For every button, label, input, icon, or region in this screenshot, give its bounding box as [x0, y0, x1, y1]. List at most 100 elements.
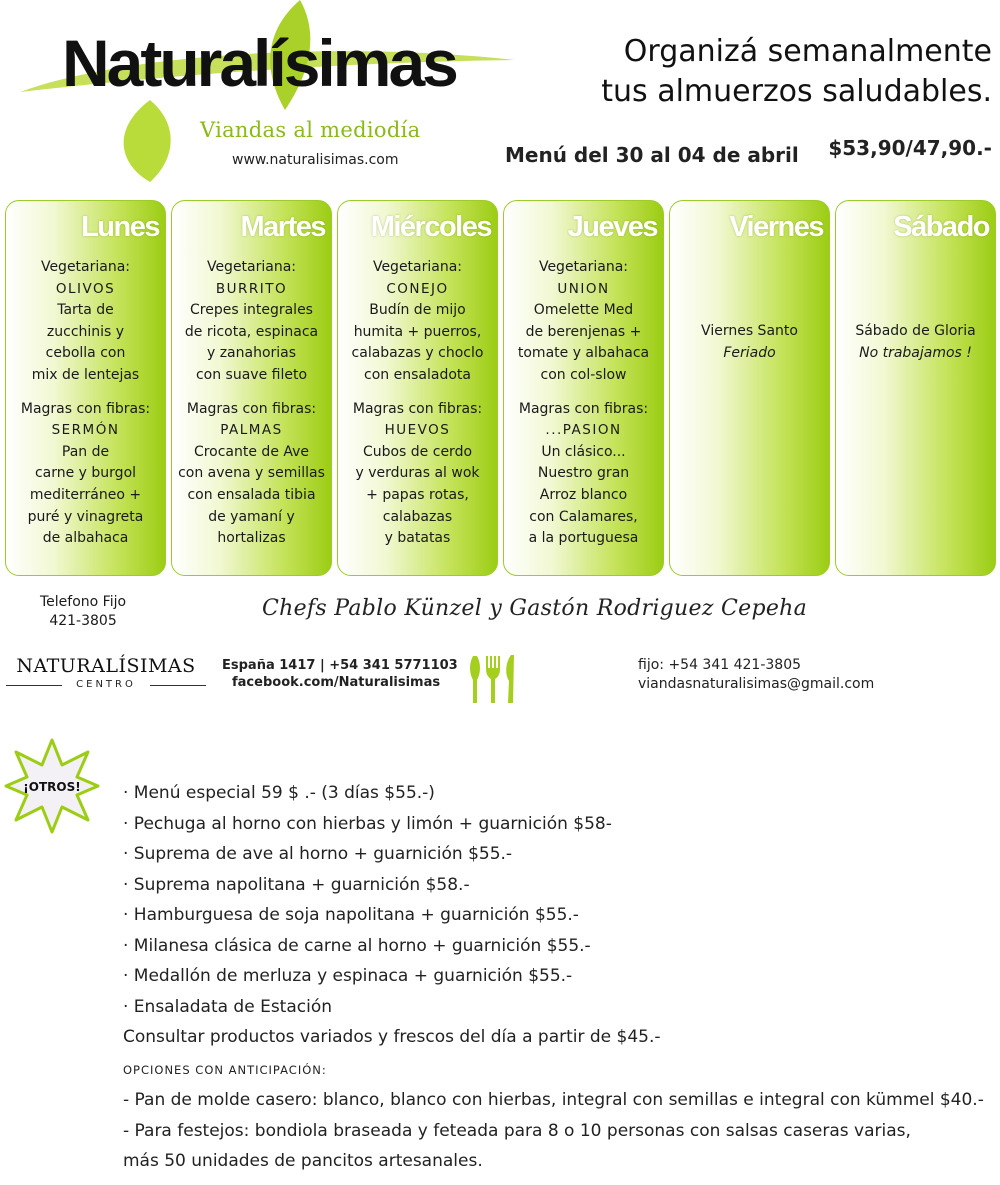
mag-line: Cubos de cerdo — [362, 443, 473, 460]
mag-line: y batatas — [384, 530, 451, 547]
mag-line: con avena y semillas — [178, 465, 325, 482]
day-card-martes: Martes Vegetariana: BURRITO Crepes integ… — [171, 200, 332, 576]
mag-line: calabazas — [382, 508, 453, 525]
veg-line: Crepes integrales — [190, 302, 313, 319]
veg-line: humita + puerros, — [353, 323, 482, 340]
mag-label: Magras con fibras: — [186, 400, 317, 417]
veg-line: con suave fileto — [195, 366, 308, 383]
mag-line: puré y vinagreta — [27, 508, 144, 525]
otros-item: · Ensaladata de Estación — [123, 996, 333, 1017]
day-note: Sábado de Gloria — [855, 323, 976, 339]
mag-line: Un clásico... — [541, 443, 626, 460]
anticipacion-title: Opciones con anticipación: — [123, 1063, 327, 1077]
mag-line: y verduras al wok — [355, 465, 480, 482]
utensils-icon — [470, 655, 514, 703]
day-menu: Vegetariana: UNION Omelette Med de beren… — [504, 257, 663, 550]
centro-title: NATURALÍSIMAS — [16, 655, 196, 677]
day-card-viernes: Viernes Viernes Santo Feriado — [669, 200, 830, 576]
weekly-menu: Lunes Vegetariana: OLIVOS Tarta de zucch… — [5, 200, 996, 576]
anticipacion-item: - Pan de molde casero: blanco, blanco co… — [123, 1090, 984, 1110]
day-card-sabado: Sábado Sábado de Gloria No trabajamos ! — [835, 200, 996, 576]
mag-line: carne y burgol — [34, 465, 137, 482]
veg-dish-name: CONEJO — [386, 280, 449, 297]
mag-line: con Calamares, — [529, 508, 638, 525]
veg-dish-name: UNION — [557, 280, 610, 297]
veg-dish-name: BURRITO — [215, 280, 288, 297]
day-note-italic: No trabajamos ! — [859, 344, 972, 361]
contact-block: fijo: +54 341 421-3805 viandasnaturalisi… — [638, 656, 874, 694]
veg-line: Budín de mijo — [369, 302, 466, 319]
veg-line: calabazas y choclo — [351, 345, 484, 362]
day-card-miercoles: Miércoles Vegetariana: CONEJO Budín de m… — [337, 200, 498, 576]
day-card-lunes: Lunes Vegetariana: OLIVOS Tarta de zucch… — [5, 200, 166, 576]
mag-label: Magras con fibras: — [518, 400, 649, 417]
veg-line: cebolla con — [45, 345, 126, 362]
mag-dish-name: ...PASION — [545, 422, 622, 439]
day-card-jueves: Jueves Vegetariana: UNION Omelette Med d… — [503, 200, 664, 576]
anticipacion-item: - Para festejos: bondiola braseada y fet… — [123, 1120, 911, 1141]
day-title: Lunes — [81, 211, 160, 243]
mag-line: de yamaní y — [208, 508, 295, 525]
otros-item: · Menú especial 59 $ .- (3 días $55.-) — [123, 783, 435, 803]
veg-line: con ensaladota — [364, 366, 471, 383]
veg-label: Vegetariana: — [206, 259, 297, 275]
day-menu: Sábado de Gloria No trabajamos ! — [836, 321, 995, 364]
tagline: Organizá semanalmente tus almuerzos salu… — [601, 32, 992, 112]
centro-subtitle: CENTRO — [6, 679, 206, 690]
otros-list: · Menú especial 59 $ .- (3 días $55.-) ·… — [123, 783, 984, 1182]
mag-line: hortalizas — [217, 530, 286, 547]
veg-dish-name: OLIVOS — [55, 280, 116, 297]
day-menu: Vegetariana: BURRITO Crepes integrales d… — [172, 257, 331, 550]
veg-label: Vegetariana: — [40, 259, 131, 275]
veg-label: Vegetariana: — [372, 259, 463, 275]
day-title: Viernes — [729, 211, 824, 243]
phone-label: Telefono Fijo — [40, 594, 127, 610]
mag-line: de albahaca — [42, 530, 129, 547]
menu-price: $53,90/47,90.- — [828, 136, 992, 160]
mag-line: + papas rotas, — [366, 486, 469, 503]
address-block: España 1417 | +54 341 5771103 facebook.c… — [222, 657, 458, 691]
otros-item: · Pechuga al horno con hierbas y limón +… — [123, 813, 612, 834]
menu-dates: Menú del 30 al 04 de abril — [505, 143, 799, 167]
day-menu: Viernes Santo Feriado — [670, 321, 829, 364]
day-note: Viernes Santo — [701, 323, 798, 339]
anticipacion-item: más 50 unidades de pancitos artesanales. — [123, 1151, 483, 1171]
veg-line: zucchinis y — [46, 323, 125, 340]
mag-line: a la portuguesa — [528, 530, 639, 547]
centro-logo: NATURALÍSIMAS CENTRO — [6, 655, 206, 690]
day-menu: Vegetariana: CONEJO Budín de mijo humita… — [338, 257, 497, 550]
mag-line: Pan de — [61, 443, 110, 460]
otros-item: · Suprema napolitana + guarnición $58.- — [123, 874, 470, 895]
phone-number: 421-3805 — [49, 613, 117, 629]
otros-item: · Milanesa clásica de carne al horno + g… — [123, 935, 591, 956]
day-title: Miércoles — [370, 211, 493, 243]
veg-line: Tarta de — [57, 302, 114, 319]
tagline-line-1: Organizá semanalmente — [623, 34, 992, 69]
chefs-signature: Chefs Pablo Künzel y Gastón Rodriguez Ce… — [262, 596, 808, 621]
logo: Naturalísimas — [62, 26, 459, 100]
logo-leaf-icon — [20, 0, 515, 182]
mag-line: Nuestro gran — [537, 465, 630, 482]
website-link[interactable]: www.naturalisimas.com — [232, 152, 399, 168]
veg-line: con col-slow — [540, 366, 627, 383]
day-title: Jueves — [567, 211, 659, 243]
address: España 1417 | +54 341 5771103 — [222, 658, 458, 673]
otros-item: · Hamburguesa de soja napolitana + guarn… — [123, 905, 579, 925]
mag-label: Magras con fibras: — [20, 400, 151, 417]
mag-line: Arroz blanco — [539, 486, 628, 503]
otros-item: · Medallón de merluza y espinaca + guarn… — [123, 966, 573, 986]
email-link[interactable]: viandasnaturalisimas@gmail.com — [638, 676, 875, 692]
day-title: Martes — [240, 211, 327, 243]
veg-line: Omelette Med — [533, 302, 634, 319]
veg-line: mix de lentejas — [31, 366, 140, 383]
day-note-italic: Feriado — [723, 344, 776, 361]
mag-dish-name: PALMAS — [220, 422, 283, 439]
veg-line: tomate y albahaca — [517, 345, 650, 362]
facebook-link[interactable]: facebook.com/Naturalisimas — [232, 675, 441, 690]
day-menu: Vegetariana: OLIVOS Tarta de zucchinis y… — [6, 257, 165, 550]
day-title: Sábado — [893, 211, 990, 243]
phone-block: Telefono Fijo 421-3805 — [40, 593, 126, 631]
veg-line: de berenjenas + — [525, 323, 642, 340]
tagline-line-2: tus almuerzos saludables. — [601, 74, 992, 109]
mag-line: Crocante de Ave — [193, 443, 310, 460]
